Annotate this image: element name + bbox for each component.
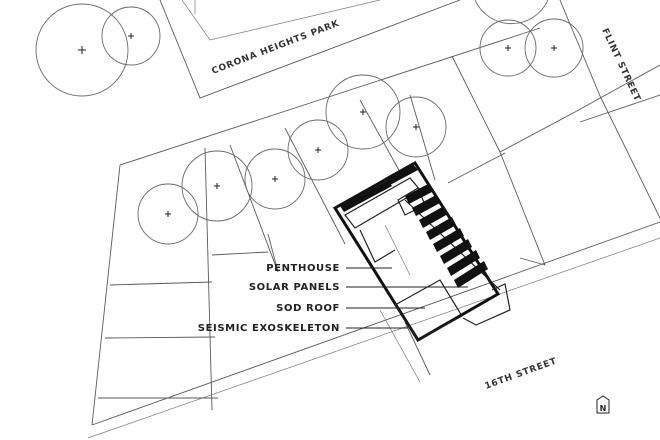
callout-penthouse: PENTHOUSE <box>266 263 392 274</box>
north-arrow-icon: N <box>596 395 610 414</box>
building <box>332 160 511 343</box>
callout-seismic-exoskeleton: SEISMIC EXOSKELETON <box>198 323 408 334</box>
park-boundary <box>159 0 461 99</box>
north-label: N <box>600 404 607 413</box>
callout-sod-roof: SOD ROOF <box>276 303 425 314</box>
flint-street-label: FLINT STREET <box>599 27 642 103</box>
tree-canopies <box>35 0 584 245</box>
callout-solar-panels: SOLAR PANELS <box>249 282 468 293</box>
callout-label: SOD ROOF <box>276 303 340 314</box>
callout-label: PENTHOUSE <box>266 263 340 274</box>
lot-lines <box>87 0 660 439</box>
park-label: CORONA HEIGHTS PARK <box>210 19 341 77</box>
sixteenth-street-label: 16TH STREET <box>484 356 559 391</box>
callout-label: SOLAR PANELS <box>249 282 340 293</box>
tree-markers <box>78 33 557 217</box>
callout-label: SEISMIC EXOSKELETON <box>198 323 340 334</box>
solar-panel-array <box>340 163 488 288</box>
